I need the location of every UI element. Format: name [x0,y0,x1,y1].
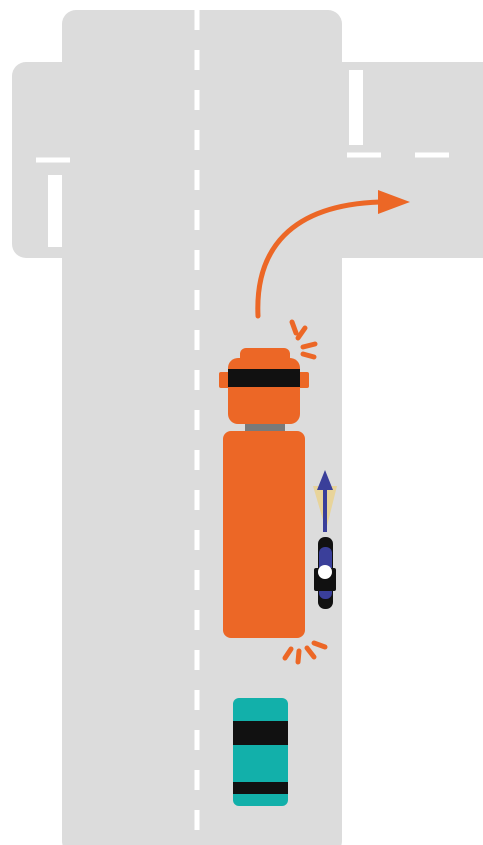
truck-cab-roof [240,348,290,368]
truck-trailer [223,431,305,638]
motorcycle-rider-helmet [318,565,332,579]
truck [219,348,309,638]
car-rear-window [233,782,288,794]
car-windshield [233,721,288,745]
front-signal-ray [303,354,314,357]
front-signal-ray [303,344,315,347]
rear-signal-ray [298,651,299,662]
cross-road [12,62,483,258]
car [233,698,288,806]
truck-windshield [228,369,300,387]
